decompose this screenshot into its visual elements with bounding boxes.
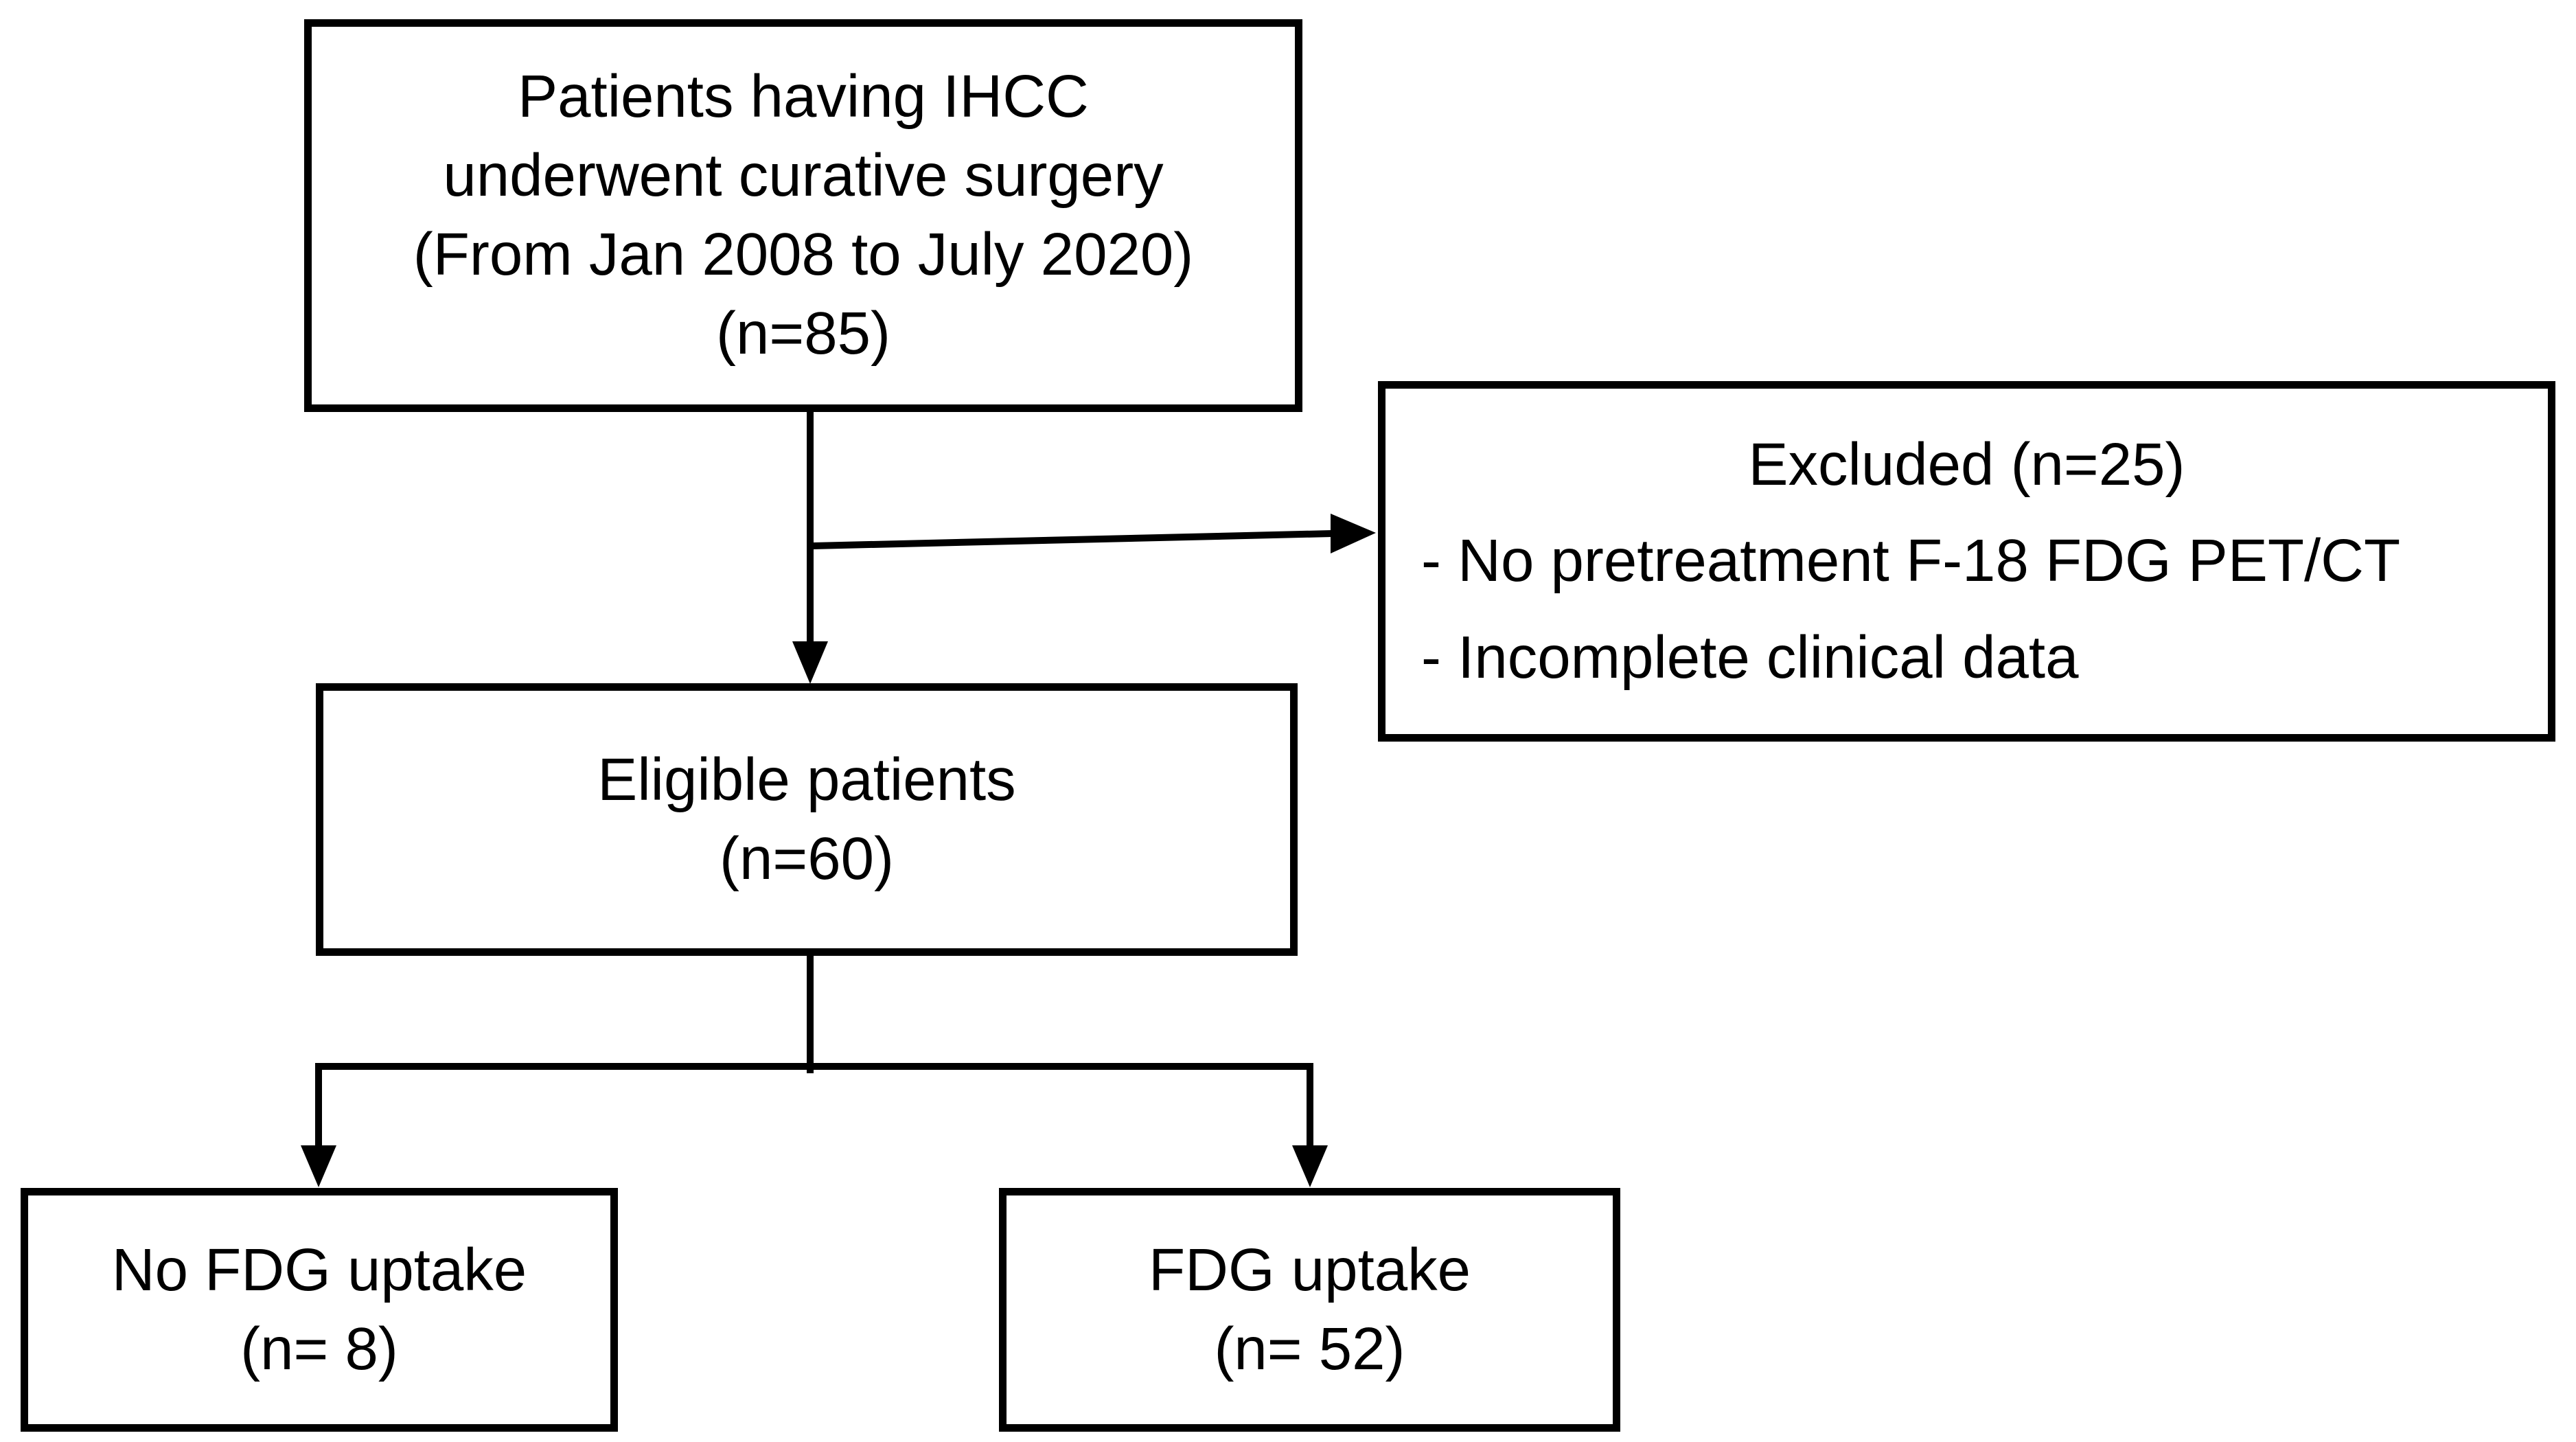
eligible-count: (n=60): [720, 825, 894, 892]
fdg-uptake-line-1: FDG uptake: [1148, 1236, 1471, 1303]
no-fdg-uptake-line-1: No FDG uptake: [111, 1236, 527, 1303]
patients-line-3: (From Jan 2008 to July 2020): [413, 221, 1194, 288]
split-connector: [315, 1063, 1313, 1152]
eligible-line-1: Eligible patients: [597, 746, 1016, 813]
arrowhead-into-excluded: [1331, 514, 1376, 553]
box-excluded: Excluded (n=25) - No pretreatment F-18 F…: [1378, 381, 2555, 742]
patients-count: (n=85): [716, 299, 890, 367]
arrowhead-into-eligible: [792, 641, 828, 684]
line-branch-to-excluded: [809, 529, 1336, 550]
box-no-fdg-uptake: No FDG uptake (n= 8): [21, 1188, 618, 1432]
no-fdg-uptake-count: (n= 8): [240, 1315, 398, 1382]
arrowhead-into-no-fdg-uptake: [301, 1145, 336, 1187]
box-fdg-uptake: FDG uptake (n= 52): [999, 1188, 1620, 1432]
excluded-item-1: - No pretreatment F-18 FDG PET/CT: [1421, 527, 2401, 595]
excluded-item-2: - Incomplete clinical data: [1421, 623, 2079, 691]
excluded-title: Excluded (n=25): [1748, 431, 2185, 498]
arrowhead-into-fdg-uptake: [1292, 1145, 1328, 1187]
box-patients-ihcc: Patients having IHCC underwent curative …: [304, 19, 1302, 412]
patients-line-2: underwent curative surgery: [443, 142, 1164, 209]
patients-line-1: Patients having IHCC: [518, 63, 1089, 130]
fdg-uptake-count: (n= 52): [1214, 1315, 1405, 1382]
box-eligible-patients: Eligible patients (n=60): [316, 683, 1298, 956]
